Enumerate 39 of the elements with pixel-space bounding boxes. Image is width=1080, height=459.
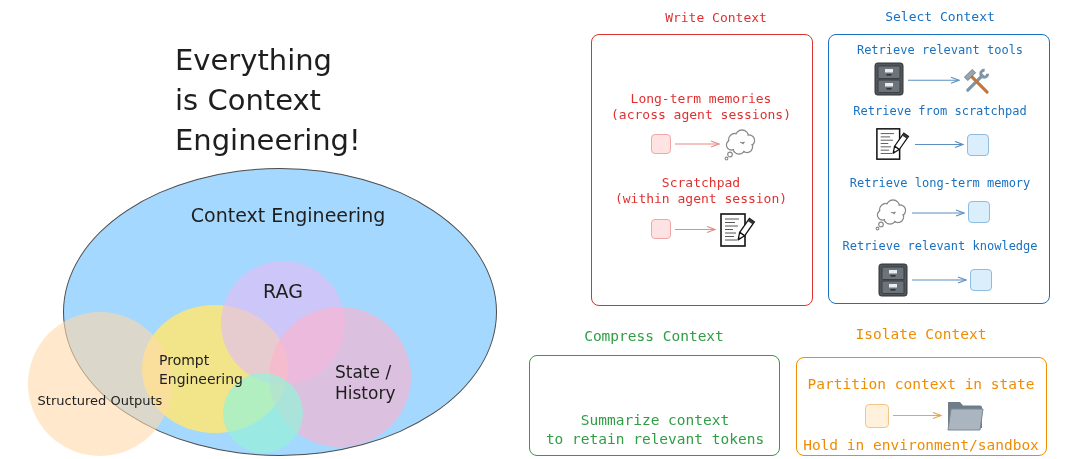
venn-label: Context Engineering — [190, 203, 386, 227]
rounded-square — [967, 134, 989, 156]
notepad-pencil-icon — [875, 126, 911, 162]
cloud-icon — [874, 197, 908, 231]
row-caption: Retrieve from scratchpad — [853, 104, 1027, 119]
arrow — [911, 209, 965, 217]
cloud-icon — [723, 127, 757, 161]
arrow — [674, 225, 716, 234]
panel-heading: Compress Context — [584, 327, 724, 345]
panel-heading: Isolate Context — [855, 325, 987, 343]
panel-heading: Write Context — [665, 10, 767, 26]
rounded-square — [651, 219, 671, 239]
row-caption: Retrieve relevant knowledge — [842, 239, 1038, 254]
row-caption: Long-term memories (across agent sessions) — [611, 91, 791, 123]
row-caption: Partition context in state — [807, 375, 1035, 393]
row-caption: Retrieve relevant tools — [856, 43, 1024, 58]
row-caption: Hold in environment/sandbox — [803, 436, 1039, 454]
diagram-title: Everything is Context Engineering! — [175, 42, 361, 159]
hammer-wrench-icon — [963, 68, 990, 95]
venn-label: Structured Outputs — [37, 392, 163, 409]
notepad-pencil-icon — [719, 211, 757, 249]
filing-cabinet-icon — [874, 62, 904, 96]
arrow — [907, 76, 960, 84]
rounded-square — [970, 269, 992, 291]
venn-label: State / History — [335, 362, 396, 404]
row-caption: Retrieve long-term memory — [849, 176, 1031, 191]
arrow — [914, 140, 964, 149]
row-caption: Scratchpad (within agent session) — [614, 175, 788, 207]
arrow — [892, 411, 942, 420]
rounded-square — [968, 201, 990, 223]
venn-label: Prompt Engineering — [159, 351, 243, 389]
filing-cabinet-icon — [878, 263, 908, 297]
arrow — [911, 276, 967, 284]
arrow — [674, 140, 720, 148]
rounded-square — [651, 134, 671, 154]
panel-heading: Select Context — [885, 9, 995, 25]
rounded-square — [865, 404, 889, 428]
venn-label: RAG — [263, 279, 303, 303]
panel-text: Summarize context to retain relevant tokens — [545, 411, 765, 449]
